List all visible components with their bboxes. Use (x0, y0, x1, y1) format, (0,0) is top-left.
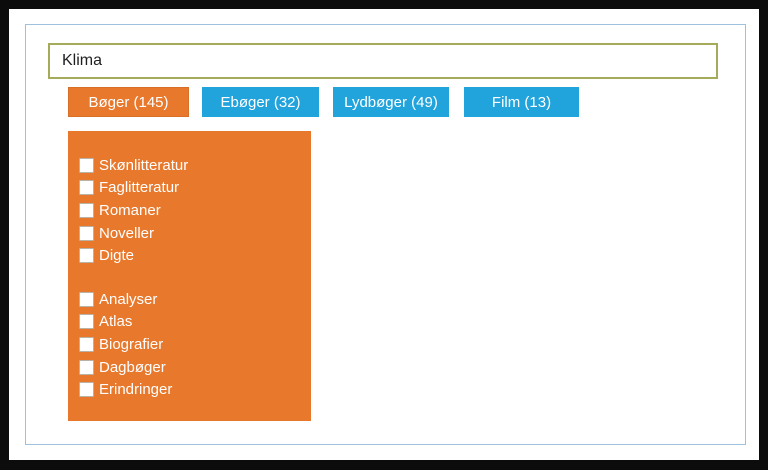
checkbox-unchecked-icon[interactable] (79, 202, 94, 218)
facet-row-digte[interactable]: Digte (79, 244, 303, 267)
facet-row-analyser[interactable]: Analyser (79, 288, 303, 311)
facet-row-noveller[interactable]: Noveller (79, 222, 303, 245)
tab-eboger-label: Ebøger (32) (220, 93, 301, 111)
checkbox-unchecked-icon[interactable] (79, 336, 94, 352)
tab-film[interactable]: Film (13) (464, 87, 579, 117)
facet-row-skonlitteratur[interactable]: Skønlitteratur (79, 154, 303, 177)
tab-lydboger-label: Lydbøger (49) (344, 93, 438, 111)
tab-boger-label: Bøger (145) (88, 93, 169, 111)
checkbox-unchecked-icon[interactable] (79, 180, 94, 196)
page-background: Bøger (145) Ebøger (32) Lydbøger (49) Fi… (9, 9, 759, 460)
tab-boger[interactable]: Bøger (145) (68, 87, 189, 117)
content-frame (25, 24, 746, 445)
facet-label: Skønlitteratur (99, 156, 189, 174)
checkbox-unchecked-icon[interactable] (79, 382, 94, 398)
facet-label: Dagbøger (99, 358, 166, 376)
facet-label: Romaner (99, 201, 161, 219)
facet-label: Erindringer (99, 381, 173, 399)
facet-row-erindringer[interactable]: Erindringer (79, 378, 303, 401)
tab-bar: Bøger (145) Ebøger (32) Lydbøger (49) Fi… (68, 87, 579, 117)
facet-group-litteratur: Skønlitteratur Faglitteratur Romaner Nov… (79, 154, 303, 267)
facet-label: Biografier (99, 335, 164, 353)
facet-panel: Skønlitteratur Faglitteratur Romaner Nov… (68, 131, 311, 421)
facet-row-dagboger[interactable]: Dagbøger (79, 356, 303, 379)
checkbox-unchecked-icon[interactable] (79, 359, 94, 375)
tab-lydboger[interactable]: Lydbøger (49) (333, 87, 449, 117)
facet-label: Atlas (99, 313, 133, 331)
checkbox-unchecked-icon[interactable] (79, 291, 94, 307)
tab-eboger[interactable]: Ebøger (32) (202, 87, 319, 117)
facet-row-atlas[interactable]: Atlas (79, 311, 303, 334)
facet-row-romaner[interactable]: Romaner (79, 199, 303, 222)
checkbox-unchecked-icon[interactable] (79, 157, 94, 173)
checkbox-unchecked-icon[interactable] (79, 225, 94, 241)
search-input[interactable] (48, 43, 718, 79)
facet-label: Digte (99, 247, 135, 265)
tab-film-label: Film (13) (491, 93, 552, 111)
facet-label: Analyser (99, 290, 158, 308)
facet-group-genrer: Analyser Atlas Biografier Dagbøger Erind… (79, 288, 303, 401)
facet-label: Faglitteratur (99, 179, 180, 197)
facet-row-faglitteratur[interactable]: Faglitteratur (79, 177, 303, 200)
facet-row-biografier[interactable]: Biografier (79, 333, 303, 356)
checkbox-unchecked-icon[interactable] (79, 248, 94, 264)
facet-label: Noveller (99, 224, 155, 242)
checkbox-unchecked-icon[interactable] (79, 314, 94, 330)
